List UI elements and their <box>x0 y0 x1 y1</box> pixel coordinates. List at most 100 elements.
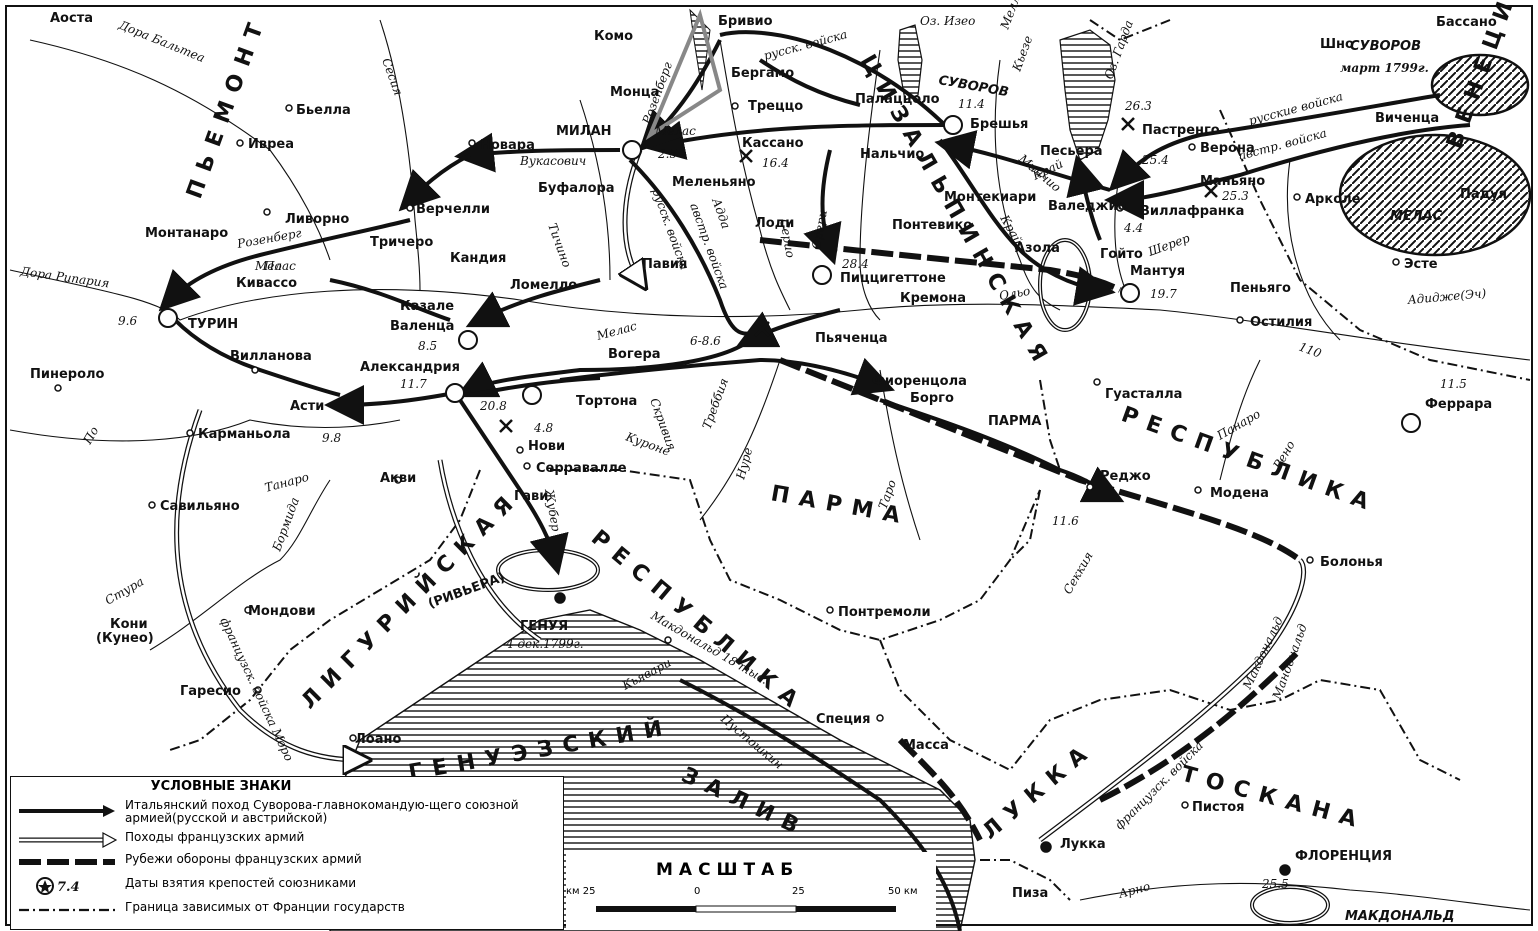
river-serio: Серио <box>777 218 798 259</box>
allied-routes <box>158 30 1471 931</box>
region-tuscany: ТОСКАНА <box>1178 762 1368 835</box>
city-monza: Монца <box>610 85 659 100</box>
city-candia: Кандия <box>450 251 506 266</box>
city-pontevico: Понтевико <box>892 218 972 233</box>
city-novi: Нови <box>528 439 565 454</box>
river-tanaro: Танаро <box>263 470 310 495</box>
city-buffalora: Буфалора <box>538 181 615 196</box>
city-voghera: Вогера <box>608 347 661 362</box>
city-biella: Бьелла <box>296 103 351 118</box>
legend-row-border: Граница зависимых от Франции государств <box>17 899 557 921</box>
legend-row-suvorov: Итальянский поход Суворова-главнокоманду… <box>17 797 557 825</box>
legend-symbol-thick-arrow <box>19 805 115 817</box>
city-modena: Модена <box>1210 486 1269 501</box>
city-livorno: Ливорно <box>285 212 349 227</box>
date-tortona: 20.8 <box>479 399 507 413</box>
river-po-2: По <box>80 424 101 447</box>
date-labels: 2.5 16.4 11.4 26.3 25.4 25.3 4.4 28.4 19… <box>118 97 1467 891</box>
lake-iseo-label: Оз. Изео <box>920 14 975 28</box>
city-loano: Лоано <box>355 732 401 747</box>
city-como: Комо <box>594 29 633 44</box>
city-carmagnola: Карманьола <box>198 427 291 442</box>
city-acqui: Акви <box>380 471 416 486</box>
city-pinerolo: Пинероло <box>30 367 105 382</box>
city-magnano: Маньяно <box>1200 174 1265 189</box>
region-piedmont: ПЬЕМОНТ <box>182 11 272 202</box>
date-genoa: 4 дек.1799г. <box>505 637 584 651</box>
date-magnano: 25.3 <box>1221 189 1249 203</box>
river-kiese: Кьезе <box>1009 34 1035 74</box>
city-casale: Казале <box>400 299 454 314</box>
date-ostiglia: 110 <box>1297 340 1324 361</box>
label-melas-po: Мелас <box>254 259 296 273</box>
region-lucca: ЛУККА <box>978 737 1100 845</box>
river-oglio: Ольо <box>998 284 1031 303</box>
date-valenza: 8.5 <box>418 339 437 353</box>
date-milan: 2.5 <box>657 147 677 161</box>
scale: МАСШТАБ км 25 0 25 50 км <box>566 852 936 928</box>
city-verona: Верона <box>1200 141 1255 156</box>
city-bergamo: Бергамо <box>731 66 794 81</box>
label-shno: Шно <box>1320 37 1354 52</box>
city-alessandria: Александрия <box>360 360 460 375</box>
legend-symbol-defense <box>19 859 115 865</box>
city-ivrea: Ивреа <box>248 137 294 152</box>
city-cremona: Кремона <box>900 291 966 306</box>
city-trezzo: Треццо <box>748 99 803 114</box>
city-pisa: Пиза <box>1012 886 1048 901</box>
city-coni: Кони <box>110 617 148 632</box>
city-villafranca: Виллафранка <box>1140 204 1244 219</box>
city-lodi: Лоди <box>755 216 794 231</box>
river-mella: Мелла <box>997 0 1025 32</box>
city-novara: Новара <box>480 138 535 153</box>
city-lucca: Лукка <box>1060 837 1106 852</box>
city-melegnano: Меленьяно <box>672 175 756 190</box>
battle-marks <box>499 117 1218 433</box>
city-brivio: Бривио <box>718 14 773 29</box>
river-stura: Стура <box>103 574 147 607</box>
venice-zone-small <box>1430 53 1530 117</box>
scale-tick-neg25: км 25 <box>566 886 596 897</box>
city-montechiari: Монтекиари <box>944 190 1036 205</box>
lake-garda <box>1059 29 1116 161</box>
city-villanova: Вилланова <box>230 349 312 364</box>
venice-zone-large <box>1338 133 1532 257</box>
city-florence: ФЛОРЕНЦИЯ <box>1295 849 1392 864</box>
city-nalcio: Нальчио <box>860 147 924 162</box>
city-asti: Асти <box>290 399 324 414</box>
date-mantua: 19.7 <box>1150 287 1177 301</box>
legend-row-french-routes: Походы французских армий <box>17 829 557 851</box>
date-ferrara: 11.5 <box>1440 377 1467 391</box>
label-melas-big: МЕЛАС <box>1390 209 1443 224</box>
river-baltea: Дора Бальтеа <box>116 17 207 65</box>
legend-symbol-double-arrow <box>19 831 117 849</box>
city-palazzolo: Палаццоло <box>855 92 940 107</box>
label-sherer: Шерер <box>1145 231 1192 259</box>
river-adige: Адидже(Эч) <box>1406 286 1487 307</box>
city-aosta: Аоста <box>50 11 93 26</box>
city-labels: Аоста Комо Бривио Бассано Бергамо Треццо… <box>30 11 1507 901</box>
city-garessio: Гаресио <box>180 684 241 699</box>
river-adda: Адда <box>709 195 733 230</box>
city-ostiglia: Остилия <box>1250 315 1312 330</box>
legend-text-french-routes: Походы французских армий <box>125 830 305 844</box>
date-pastrengo: 26.3 <box>1124 99 1152 113</box>
city-guastalla: Гуасталла <box>1105 387 1182 402</box>
city-vercelli: Верчелли <box>416 202 490 217</box>
city-reggio: Реджо <box>1100 469 1151 484</box>
label-vukasovich: Вукасович <box>519 154 586 168</box>
city-gavi: Гави <box>514 489 548 504</box>
river-nure: Нуре <box>733 446 755 482</box>
city-valeggio: Валеджио <box>1048 199 1127 214</box>
date-reggio: 11.6 <box>1052 514 1079 528</box>
label-russ-voyska: русск. войска <box>762 27 849 63</box>
city-mantua: Мантуя <box>1130 264 1185 279</box>
city-cassano: Кассано <box>742 136 804 151</box>
city-lomello: Ломелло <box>510 278 577 293</box>
city-spezia: Специя <box>816 712 870 727</box>
date-trebbia: 6-8.6 <box>690 334 721 348</box>
legend-text-suvorov: Итальянский поход Суворова-главнокоманду… <box>125 798 519 825</box>
legend-text-dates: Даты взятия крепостей союзниками <box>125 876 357 890</box>
city-massa: Масса <box>903 738 949 753</box>
label-macdonald-big: МАКДОНАЛЬД <box>1345 909 1454 924</box>
